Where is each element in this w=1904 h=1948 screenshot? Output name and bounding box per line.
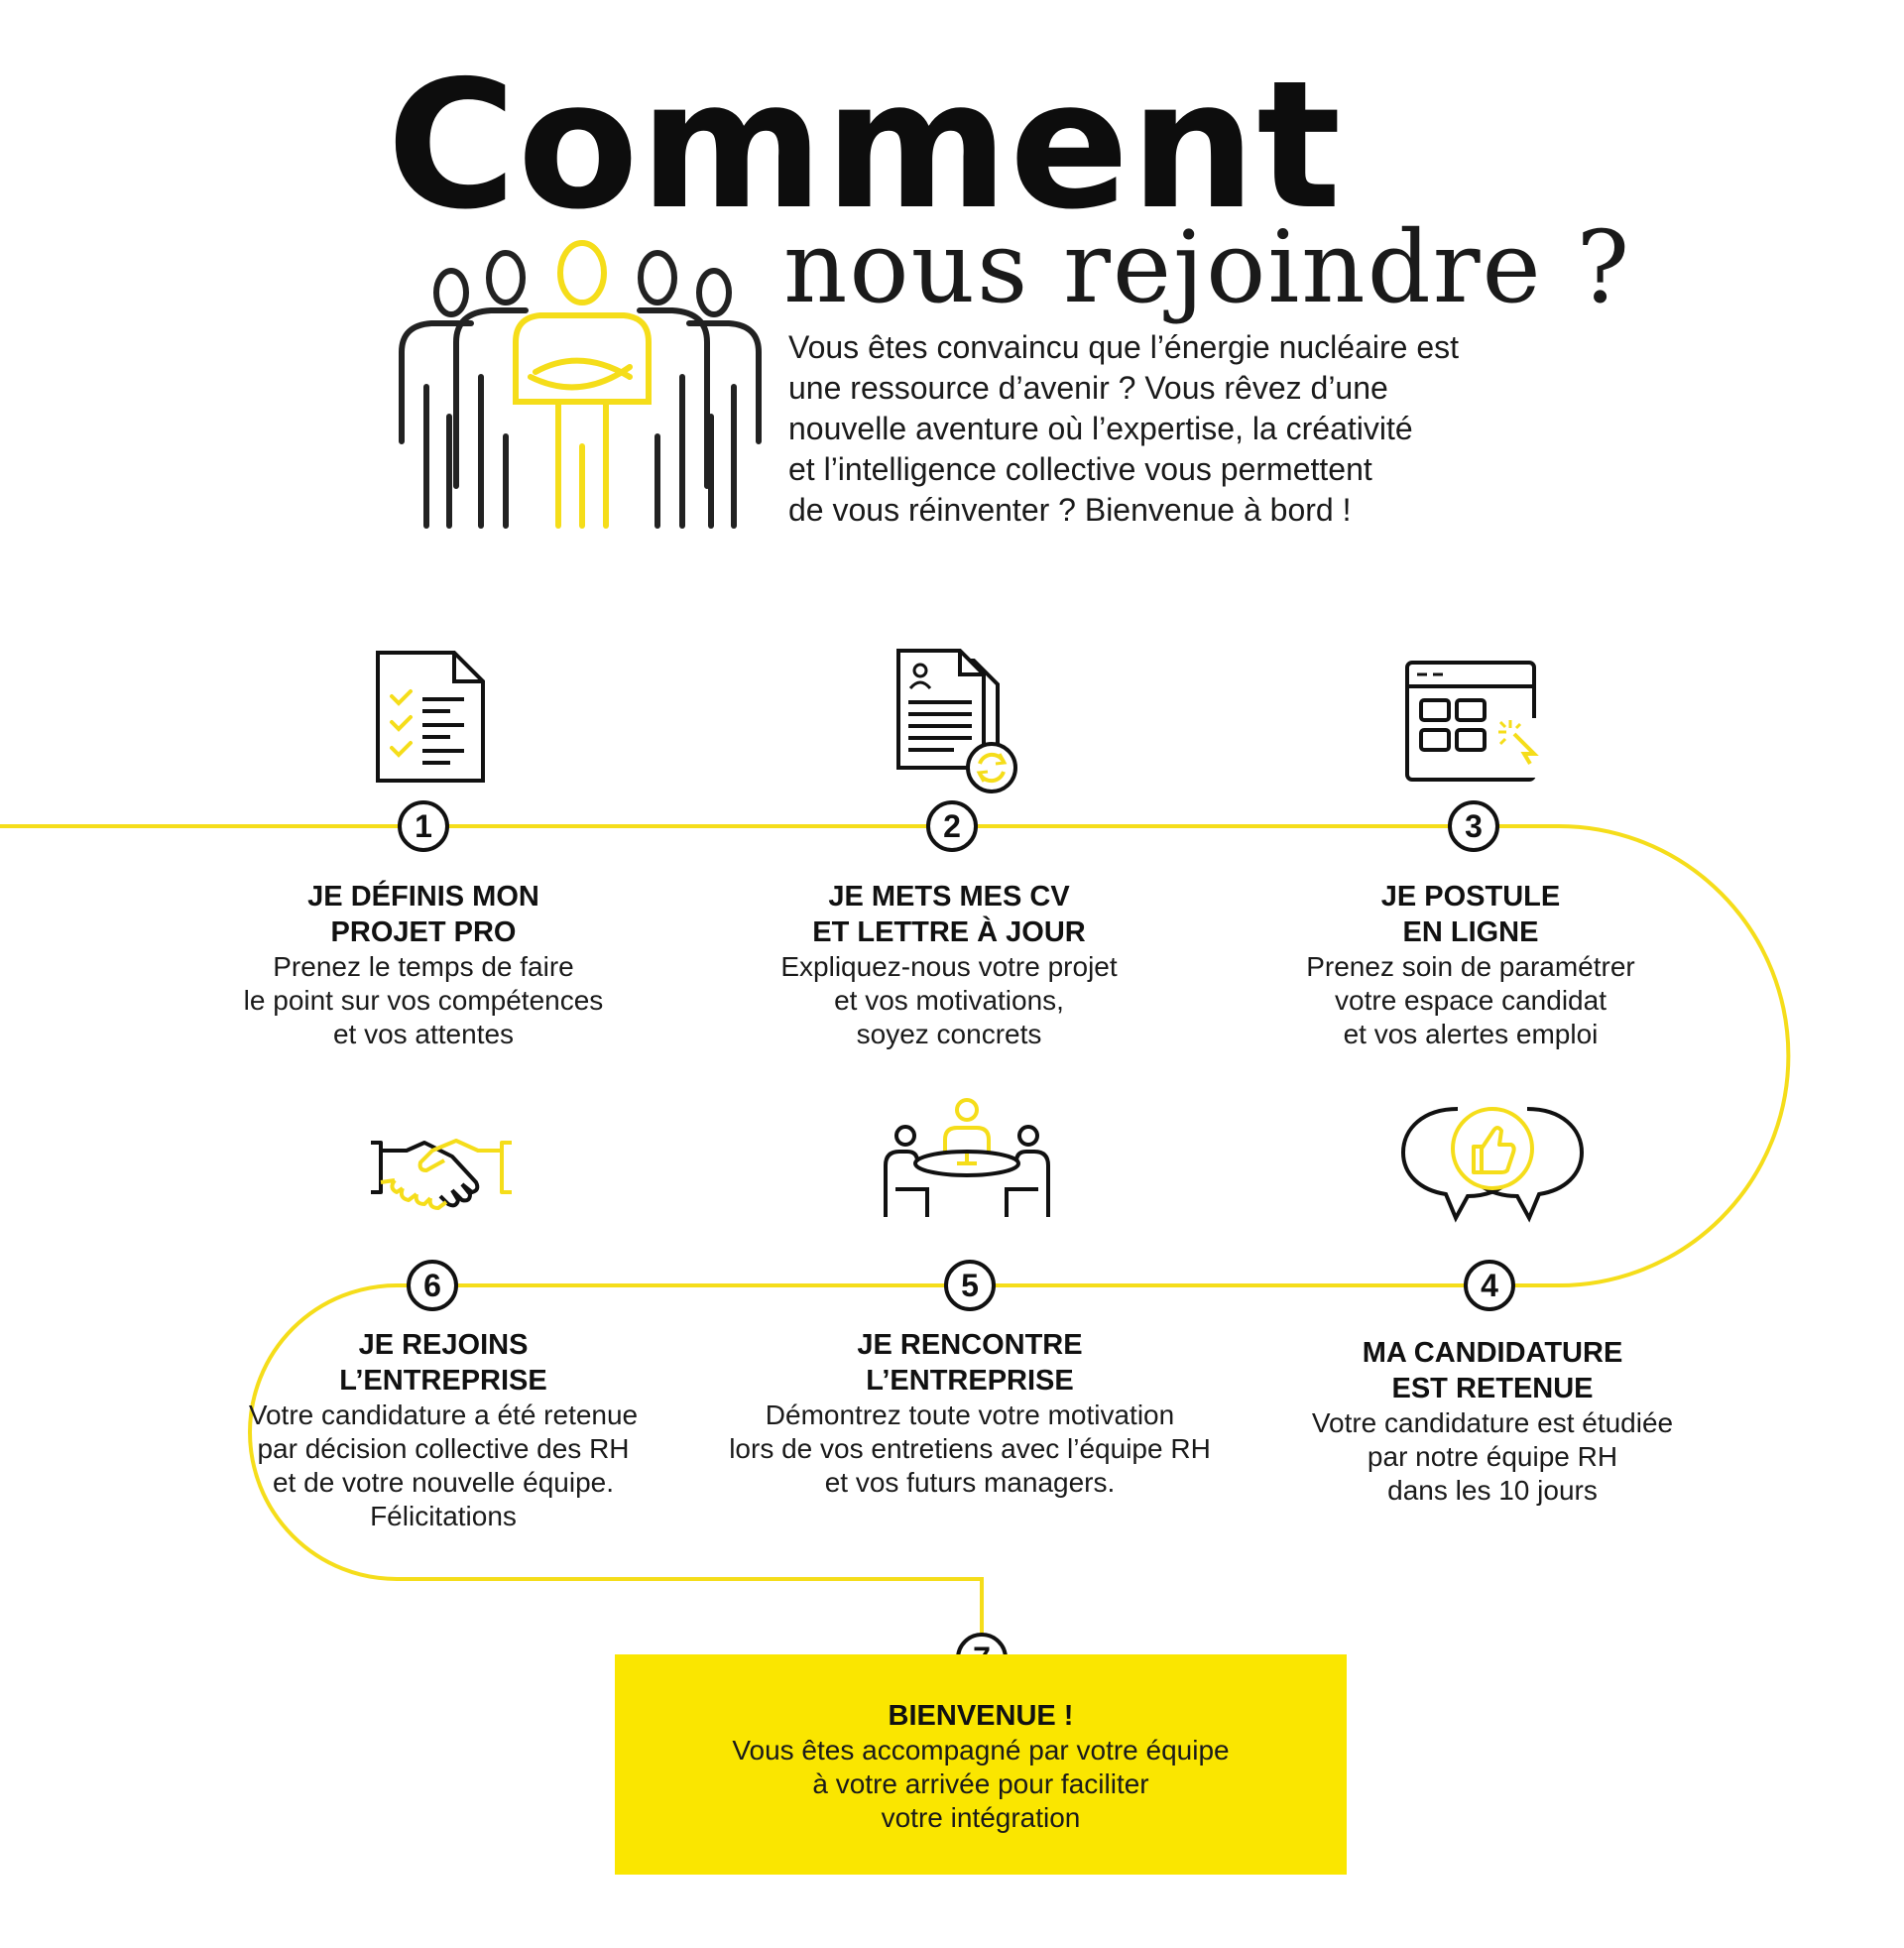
step-body: votre intégration [881,1802,1081,1833]
step-body: le point sur vos compétences [243,985,604,1016]
intro-text: Vous êtes convaincu que l’énergie nucléa… [788,327,1542,531]
welcome-box [615,1654,1347,1875]
step-body: Félicitations [370,1501,517,1531]
step-body: Prenez soin de paramétrer [1306,951,1635,982]
step-title: PROJET PRO [330,916,517,948]
cv-update-icon [896,649,1017,793]
step-2-text: JE METS MES CV ET LETTRE À JOUR Explique… [721,879,1177,1051]
step-body: et de votre nouvelle équipe. [272,1467,615,1498]
intro-line: de vous réinventer ? Bienvenue à bord ! [788,492,1352,528]
step-title: L’ENTREPRISE [866,1365,1074,1397]
step-number-badge: 5 [944,1260,996,1311]
step-body: par notre équipe RH [1367,1441,1618,1472]
step-title: JE DÉFINIS MON [307,881,539,913]
step-title: JE REJOINS [358,1329,529,1361]
team-crossed-arms-icon [399,240,762,529]
step-body: et vos alertes emploi [1343,1019,1599,1049]
step-number-badge: 6 [407,1260,458,1311]
step-title: JE POSTULE [1380,881,1561,913]
thumbs-up-speech-icon [1400,1107,1585,1223]
step-title: JE METS MES CV [828,881,1070,913]
step-title: ET LETTRE À JOUR [812,916,1086,948]
step-body: Votre candidature est étudiée [1311,1407,1674,1438]
intro-line: et l’intelligence collective vous permet… [788,451,1372,487]
step-7-text: BIENVENUE ! Vous êtes accompagné par vot… [615,1698,1347,1835]
step-title: MA CANDIDATURE [1362,1337,1623,1369]
intro-line: nouvelle aventure où l’expertise, la cré… [788,411,1413,446]
intro-line: Vous êtes convaincu que l’énergie nucléa… [788,329,1459,365]
step-body: et vos motivations, [834,985,1064,1016]
step-title: EN LIGNE [1402,916,1539,948]
step-body: Votre candidature a été retenue [248,1400,639,1430]
step-number-badge: 4 [1464,1260,1515,1311]
step-5-text: JE RENCONTRE L’ENTREPRISE Démontrez tout… [702,1327,1238,1500]
step-number-badge: 2 [926,800,978,852]
step-body: dans les 10 jours [1387,1475,1598,1506]
step-title: JE RENCONTRE [857,1329,1083,1361]
step-body: lors de vos entretiens avec l’équipe RH [729,1433,1211,1464]
step-6-text: JE REJOINS L’ENTREPRISE Votre candidatur… [215,1327,671,1533]
step-body: Expliquez-nous votre projet [780,951,1118,982]
step-title: L’ENTREPRISE [339,1365,547,1397]
step-body: et vos attentes [332,1019,515,1049]
step-number-badge: 3 [1448,800,1499,852]
step-number-badge: 1 [398,800,449,852]
step-title: EST RETENUE [1391,1373,1594,1404]
step-body: Prenez le temps de faire [273,951,574,982]
step-body: par décision collective des RH [257,1433,630,1464]
intro-line: une ressource d’avenir ? Vous rêvez d’un… [788,370,1388,406]
step-body: et vos futurs managers. [824,1467,1116,1498]
step-body: soyez concrets [856,1019,1042,1049]
step-body: à votre arrivée pour faciliter [812,1768,1149,1799]
page-title: Comment [387,43,1343,248]
checklist-document-icon [376,651,485,783]
step-4-text: MA CANDIDATURE EST RETENUE Votre candida… [1264,1335,1721,1508]
browser-click-icon [1405,661,1550,782]
meeting-table-icon [884,1098,1050,1217]
step-body: Vous êtes accompagné par votre équipe [732,1735,1230,1765]
step-body: Démontrez toute votre motivation [765,1400,1175,1430]
step-3-text: JE POSTULE EN LIGNE Prenez soin de param… [1243,879,1699,1051]
handshake-icon [371,1139,512,1210]
step-title: BIENVENUE ! [888,1700,1074,1732]
step-body: votre espace candidat [1335,985,1606,1016]
step-1-text: JE DÉFINIS MON PROJET PRO Prenez le temp… [195,879,652,1051]
page-subtitle: nous rejoindre ? [783,209,1632,325]
